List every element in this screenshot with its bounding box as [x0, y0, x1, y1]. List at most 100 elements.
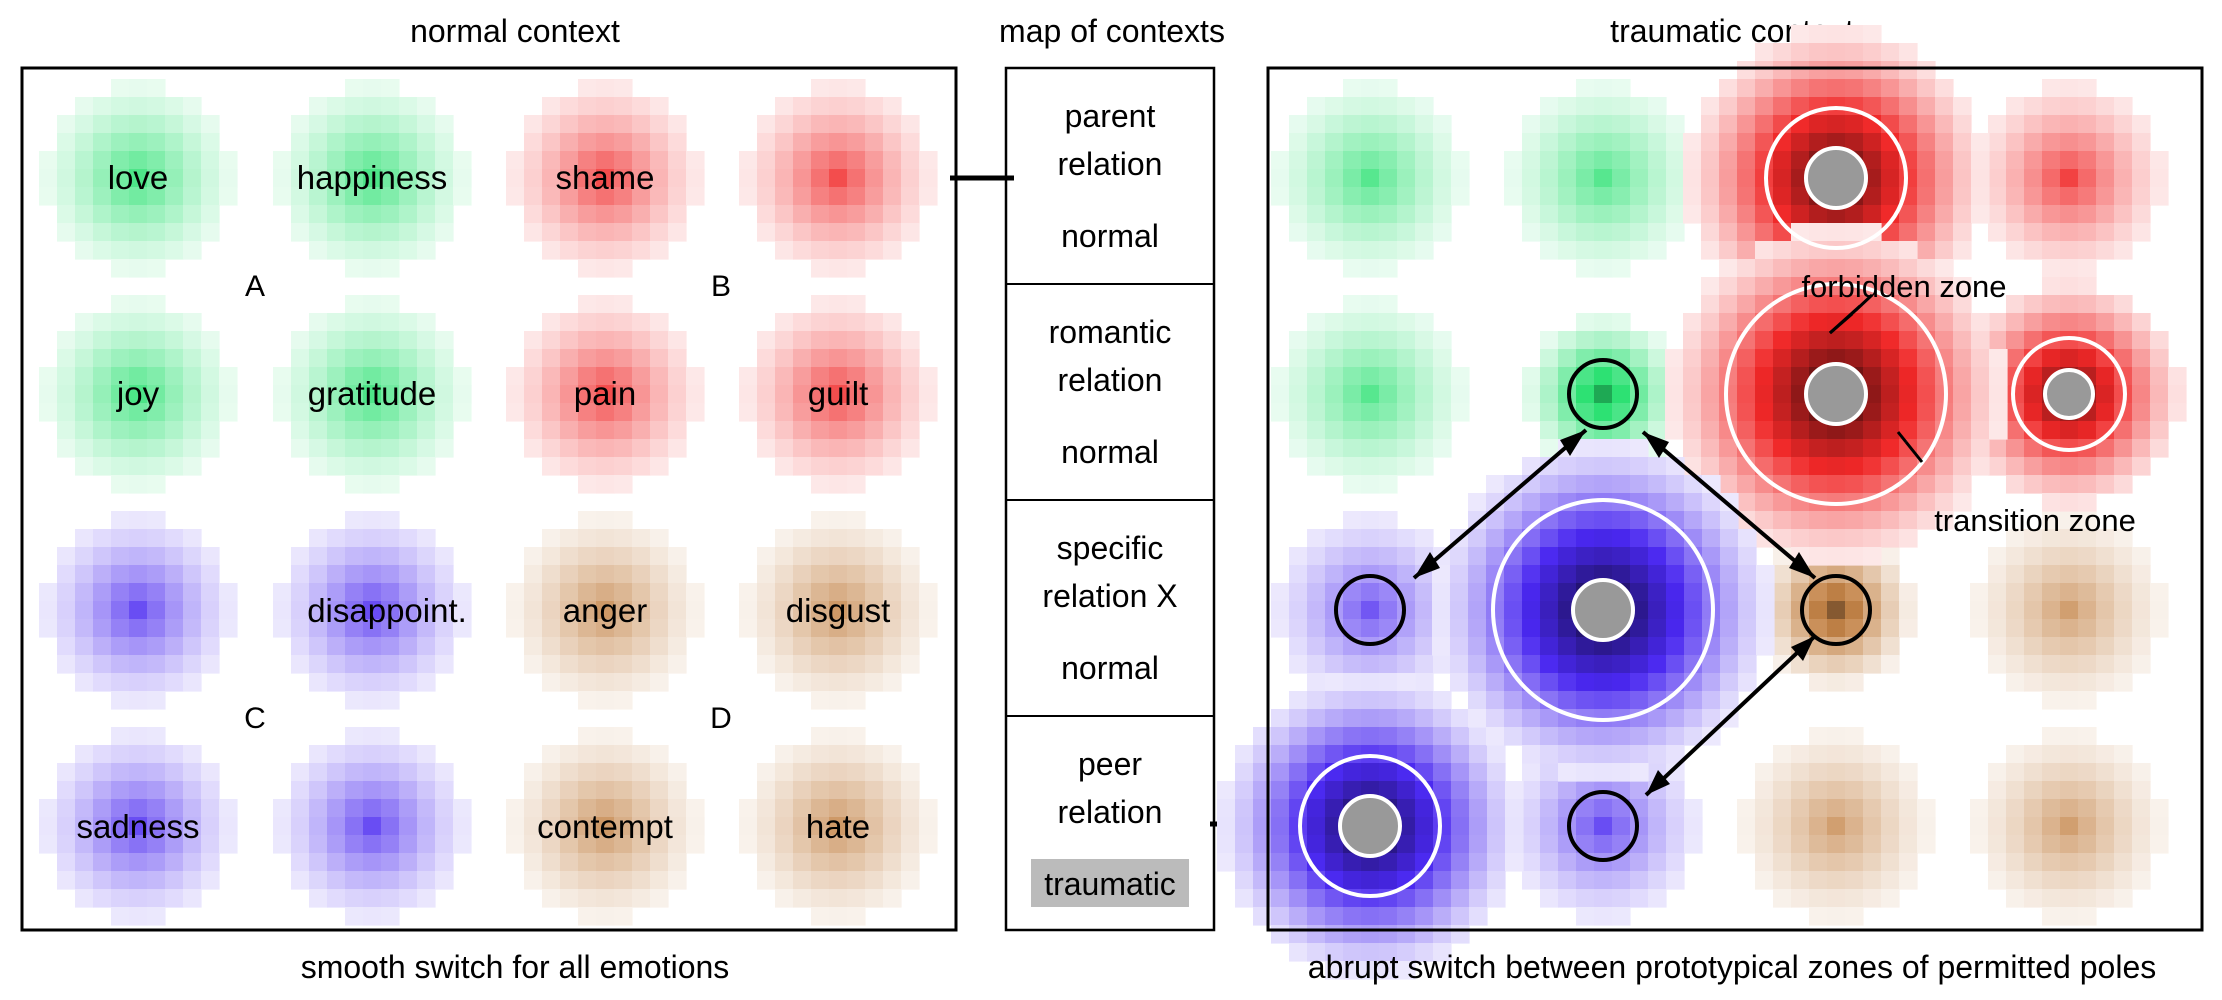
- field-cell: [381, 637, 400, 656]
- field-cell: [1935, 457, 1954, 476]
- field-cell: [829, 817, 848, 836]
- field-cell: [399, 565, 418, 584]
- field-cell: [2060, 547, 2079, 566]
- field-cell: [1343, 187, 1362, 206]
- field-cell: [2042, 529, 2061, 548]
- field-cell: [1307, 835, 1326, 854]
- field-cell: [775, 871, 794, 890]
- field-cell: [650, 367, 669, 386]
- field-cell: [201, 565, 220, 584]
- field-cell: [542, 781, 561, 800]
- field-cell: [1612, 565, 1631, 584]
- field-cell: [1504, 709, 1523, 728]
- field-cell: [1558, 889, 1577, 908]
- field-cell: [1612, 385, 1631, 404]
- field-cell: [1971, 457, 1990, 476]
- field-cell: [2060, 133, 2079, 152]
- field-cell: [775, 745, 794, 764]
- field-cell: [793, 817, 812, 836]
- field-cell: [919, 187, 938, 206]
- field-cell: [309, 367, 328, 386]
- field-cell: [2060, 673, 2079, 692]
- field-cell: [1773, 781, 1792, 800]
- field-cell: [57, 385, 76, 404]
- field-cell: [2006, 583, 2025, 602]
- field-cell: [578, 601, 597, 620]
- field-cell: [2096, 637, 2115, 656]
- field-cell: [829, 367, 848, 386]
- field-cell: [219, 817, 238, 836]
- field-cell: [1791, 421, 1810, 440]
- field-cell: [363, 907, 382, 926]
- field-cell: [129, 295, 148, 314]
- field-cell: [614, 259, 633, 278]
- field-cell: [1988, 619, 2007, 638]
- field-cell: [1917, 349, 1936, 368]
- field-cell: [1953, 313, 1972, 332]
- field-cell: [847, 781, 866, 800]
- field-cell: [1809, 79, 1828, 98]
- field-cell: [1361, 889, 1380, 908]
- field-cell: [363, 457, 382, 476]
- field-cell: [1630, 133, 1649, 152]
- field-cell: [273, 169, 292, 188]
- field-cell: [901, 331, 920, 350]
- field-cell: [1701, 385, 1720, 404]
- field-cell: [363, 529, 382, 548]
- field-cell: [1540, 475, 1559, 494]
- field-cell: [757, 547, 776, 566]
- permitted-pole-circle: [1334, 574, 1406, 646]
- field-cell: [1558, 727, 1577, 746]
- field-cell: [1289, 907, 1308, 926]
- field-cell: [183, 673, 202, 692]
- field-cell: [775, 331, 794, 350]
- field-cell: [57, 835, 76, 854]
- field-cell: [399, 169, 418, 188]
- field-cell: [1935, 223, 1954, 242]
- arrow-tan-blue: [1644, 634, 1817, 797]
- field-cell: [453, 601, 472, 620]
- field-cell: [1361, 403, 1380, 422]
- field-cell: [1307, 529, 1326, 548]
- field-cell: [39, 385, 58, 404]
- field-cell: [1433, 187, 1452, 206]
- field-cell: [650, 601, 669, 620]
- field-cell: [111, 259, 130, 278]
- field-cell: [1487, 871, 1506, 890]
- field-cell: [847, 547, 866, 566]
- field-cell: [811, 835, 830, 854]
- field-cell: [1720, 637, 1739, 656]
- field-cell: [1558, 871, 1577, 890]
- context-relation-line2: relation X: [1042, 578, 1177, 614]
- field-cell: [1683, 133, 1702, 152]
- field-cell: [1289, 169, 1308, 188]
- field-cell: [1953, 151, 1972, 170]
- field-cell: [417, 241, 436, 260]
- field-cell: [1289, 871, 1308, 890]
- field-cell: [686, 817, 705, 836]
- field-cell: [847, 853, 866, 872]
- field-cell: [560, 637, 579, 656]
- field-cell: [614, 763, 633, 782]
- field-cell: [524, 835, 543, 854]
- field-cell: [1648, 583, 1667, 602]
- field-cell: [1612, 475, 1631, 494]
- field-cell: [1666, 493, 1685, 512]
- field-cell: [417, 655, 436, 674]
- field-cell: [345, 601, 364, 620]
- field-cell: [111, 601, 130, 620]
- field-cell: [1468, 691, 1487, 710]
- field-cell: [614, 799, 633, 818]
- field-cell: [1612, 259, 1631, 278]
- field-cell: [883, 835, 902, 854]
- field-cell: [1325, 313, 1344, 332]
- field-cell: [1415, 223, 1434, 242]
- field-cell: [1863, 439, 1882, 458]
- field-cell: [165, 349, 184, 368]
- field-cell: [1540, 817, 1559, 836]
- field-cell: [1558, 475, 1577, 494]
- field-cell: [1522, 151, 1541, 170]
- field-cell: [1415, 889, 1434, 908]
- field-cell: [291, 637, 310, 656]
- field-cell: [829, 403, 848, 422]
